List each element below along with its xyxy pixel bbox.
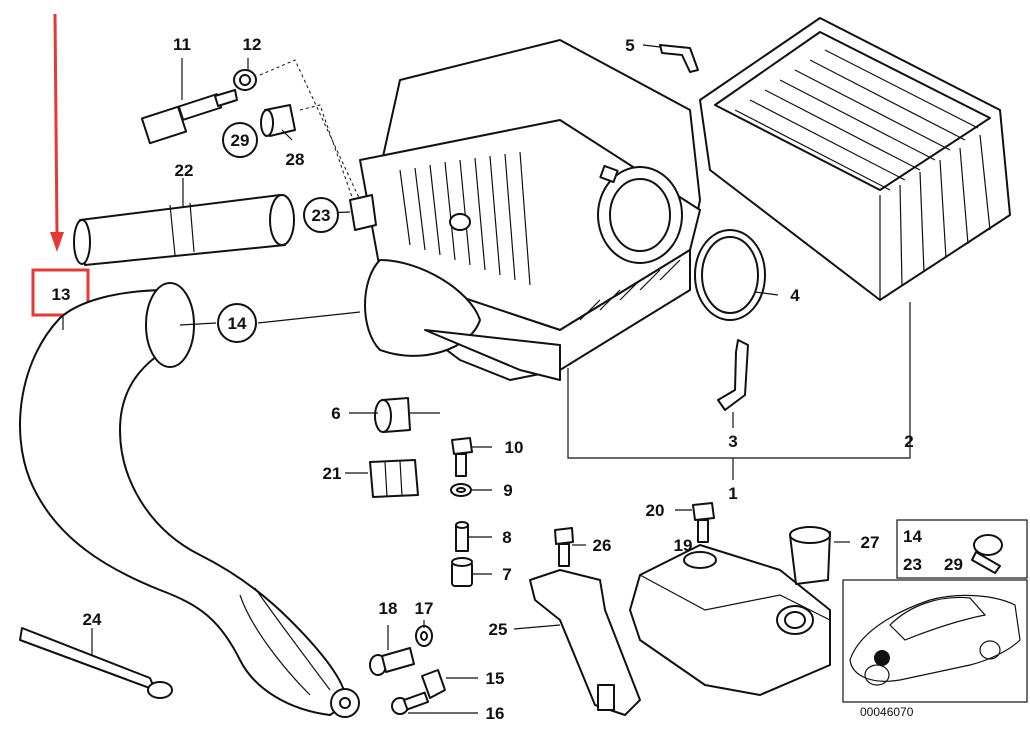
screw-25 bbox=[597, 684, 615, 711]
callout-25: 25 bbox=[489, 620, 508, 639]
inset-legend: 14 23 29 bbox=[896, 519, 1028, 579]
bolt-18 bbox=[369, 647, 415, 676]
nut-15 bbox=[421, 669, 446, 699]
callout-17: 17 bbox=[415, 599, 434, 618]
callout-21: 21 bbox=[323, 464, 342, 483]
callout-23: 23 bbox=[312, 206, 331, 225]
callout-5: 5 bbox=[625, 36, 634, 55]
callout-10: 10 bbox=[505, 438, 524, 457]
clamp-ring-14 bbox=[145, 282, 195, 368]
callout-28: 28 bbox=[286, 150, 305, 169]
sensor-11 bbox=[140, 89, 238, 145]
callout-16: 16 bbox=[486, 704, 505, 723]
screw-16 bbox=[391, 691, 430, 715]
highlight-box bbox=[31, 268, 90, 317]
gasket-4 bbox=[694, 229, 766, 321]
callout-18: 18 bbox=[379, 599, 398, 618]
image-code: 00046070 bbox=[860, 705, 914, 719]
callout-13: 13 bbox=[52, 285, 71, 304]
spacer-8 bbox=[455, 521, 469, 552]
connector-23 bbox=[349, 194, 377, 231]
callout-3: 3 bbox=[728, 432, 737, 451]
callout-8: 8 bbox=[502, 528, 511, 547]
bolt-26 bbox=[554, 527, 574, 567]
grommet-7 bbox=[451, 557, 473, 587]
air-filter-housing bbox=[359, 39, 701, 381]
sleeve-28 bbox=[260, 104, 296, 137]
callout-12: 12 bbox=[243, 35, 262, 54]
washer-9 bbox=[450, 483, 472, 497]
filter-element-2 bbox=[699, 17, 1011, 301]
grommet-27 bbox=[789, 526, 831, 585]
grommet-6 bbox=[374, 397, 411, 433]
callout-2: 2 bbox=[904, 432, 913, 451]
callout-1: 1 bbox=[728, 484, 737, 503]
cable-tie-24 bbox=[19, 627, 173, 699]
car-location-inset: 00046070 bbox=[842, 579, 1028, 719]
bolt-20 bbox=[692, 502, 715, 543]
inset-label-23: 23 bbox=[903, 555, 922, 574]
callout-15: 15 bbox=[486, 669, 505, 688]
bracket-25 bbox=[529, 569, 641, 716]
callout-26: 26 bbox=[593, 536, 612, 555]
callout-9: 9 bbox=[503, 481, 512, 500]
clip-5 bbox=[659, 44, 699, 73]
highlight-arrow bbox=[50, 13, 64, 252]
clip-3 bbox=[717, 339, 749, 411]
callout-6: 6 bbox=[331, 404, 340, 423]
callout-19: 19 bbox=[674, 536, 693, 555]
callout-27: 27 bbox=[861, 533, 880, 552]
seal-ring-12 bbox=[233, 69, 257, 91]
bolt-10 bbox=[451, 437, 473, 477]
washer-17 bbox=[415, 625, 433, 647]
callout-labels: 11 12 28 22 13 5 4 3 2 1 6 21 10 9 8 7 2… bbox=[52, 35, 914, 723]
callout-29: 29 bbox=[231, 131, 250, 150]
callout-7: 7 bbox=[502, 565, 511, 584]
circled-callouts: 29 23 14 bbox=[217, 122, 339, 343]
resonator-19 bbox=[629, 544, 831, 696]
leader-lines bbox=[62, 44, 911, 714]
callout-22: 22 bbox=[175, 161, 194, 180]
callout-4: 4 bbox=[790, 286, 800, 305]
inset-label-29: 29 bbox=[944, 555, 963, 574]
clip-21 bbox=[369, 459, 419, 498]
callout-20: 20 bbox=[646, 501, 665, 520]
hose-22 bbox=[73, 194, 295, 266]
callout-11: 11 bbox=[173, 35, 191, 54]
callout-24: 24 bbox=[83, 610, 102, 629]
inset-label-14: 14 bbox=[903, 527, 922, 546]
callout-14: 14 bbox=[228, 314, 247, 333]
